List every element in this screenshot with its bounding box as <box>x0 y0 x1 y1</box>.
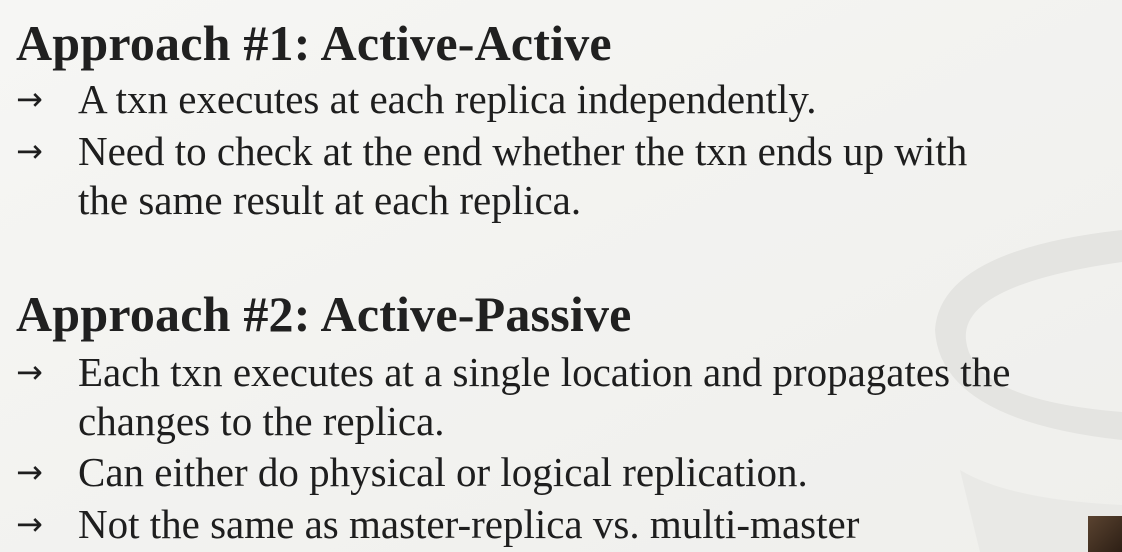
bullet-line: Each txn executes at a single location a… <box>78 349 1011 395</box>
arrow-icon: → <box>16 353 43 391</box>
approach-2-bullet-1: → Each txn executes at a single location… <box>16 348 1120 446</box>
arrow-icon: → <box>16 453 43 491</box>
bullet-line-continued: the same result at each replica. <box>78 177 582 223</box>
approach-2-bullet-3: → Not the same as master-replica vs. mul… <box>16 500 1120 549</box>
approach-1-bullet-2: → Need to check at the end whether the t… <box>16 127 1120 225</box>
bullet-line: Not the same as master-replica vs. multi… <box>78 501 860 547</box>
approach-1-title: Approach #1: Active-Active <box>16 15 612 71</box>
bullet-line: Can either do physical or logical replic… <box>78 449 808 495</box>
arrow-icon: → <box>16 132 43 170</box>
bullet-line: Need to check at the end whether the txn… <box>78 128 968 174</box>
bullet-line-continued: changes to the replica. <box>78 398 445 444</box>
slide-content: Approach #1: Active-Active → A txn execu… <box>16 0 1116 552</box>
approach-2-title: Approach #2: Active-Passive <box>16 286 632 342</box>
arrow-icon: → <box>16 505 43 543</box>
corner-decoration <box>1088 516 1122 552</box>
arrow-icon: → <box>16 80 43 118</box>
approach-1-bullet-1: → A txn executes at each replica indepen… <box>16 75 1120 124</box>
approach-2-bullet-2: → Can either do physical or logical repl… <box>16 448 1120 497</box>
bullet-line: A txn executes at each replica independe… <box>78 76 817 122</box>
